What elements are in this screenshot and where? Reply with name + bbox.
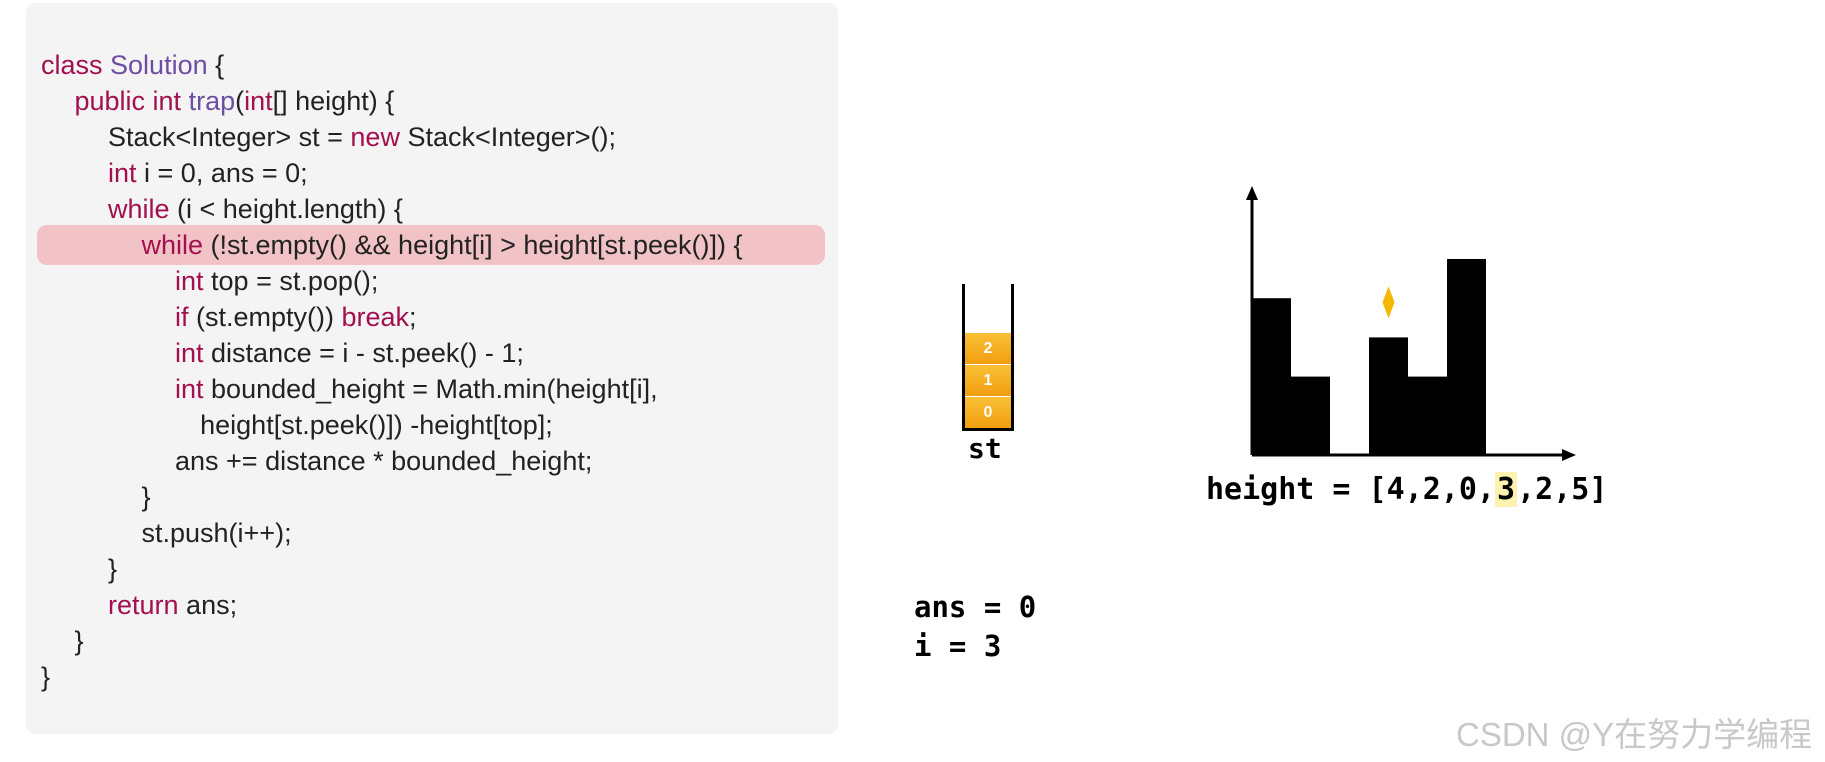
code-line: class Solution { xyxy=(41,47,224,83)
array-text: 2 xyxy=(1535,472,1554,507)
code-token: } xyxy=(41,662,51,692)
code-panel: class Solution {public int trap(int[] he… xyxy=(26,3,838,734)
code-line: Stack<Integer> st = new Stack<Integer>()… xyxy=(108,119,616,155)
array-text: , xyxy=(1440,472,1459,507)
code-token: ans; xyxy=(178,590,238,620)
height-bar xyxy=(1291,376,1330,455)
stack-item: 2 xyxy=(965,332,1011,364)
code-token: ; xyxy=(409,302,417,332)
code-line: return ans; xyxy=(108,587,237,623)
code-line: st.push(i++); xyxy=(142,515,292,551)
code-token: (!st.empty() && height[i] > height[st.pe… xyxy=(203,230,743,260)
array-text: , xyxy=(1517,472,1536,507)
code-token: break xyxy=(341,302,410,332)
code-token: { xyxy=(207,50,225,80)
watermark: CSDN @Y在努力学编程 xyxy=(1456,716,1813,753)
code-line: } xyxy=(142,479,151,515)
code-token: top = st.pop(); xyxy=(203,266,379,296)
code-line: public int trap(int[] height) { xyxy=(75,83,395,119)
array-text: 2 xyxy=(1422,472,1441,507)
code-token: int xyxy=(108,158,137,188)
current-line-highlight xyxy=(37,225,825,265)
code-token: Solution xyxy=(110,50,208,80)
code-line: } xyxy=(108,551,117,587)
code-token: class xyxy=(41,50,111,80)
array-text: 4 xyxy=(1386,472,1405,507)
height-bar xyxy=(1408,376,1447,455)
code-token: distance = i - st.peek() - 1; xyxy=(203,338,524,368)
code-token: bounded_height = Math.min(height[i], xyxy=(203,374,658,404)
height-bar xyxy=(1369,337,1408,455)
code-line: int top = st.pop(); xyxy=(175,263,378,299)
code-token: Stack<Integer> st = xyxy=(108,122,351,152)
stack-item: 0 xyxy=(965,396,1011,428)
code-line: while (i < height.length) { xyxy=(108,191,403,227)
code-token: height[st.peek()]) -height[top]; xyxy=(200,410,553,440)
code-token: while xyxy=(141,230,204,260)
code-line: } xyxy=(75,623,84,659)
stack-item: 1 xyxy=(965,364,1011,396)
stack-label: st xyxy=(968,432,1002,465)
array-text: ] xyxy=(1589,472,1608,507)
code-line: } xyxy=(41,659,50,695)
array-text: , xyxy=(1553,472,1572,507)
current-index-marker xyxy=(1382,286,1395,319)
code-line: int bounded_height = Math.min(height[i], xyxy=(175,371,658,407)
code-token: ( xyxy=(235,86,245,116)
height-bar xyxy=(1447,259,1486,455)
code-token: } xyxy=(141,482,151,512)
code-token: return xyxy=(108,590,179,620)
code-token: i = 0, ans = 0; xyxy=(136,158,308,188)
array-text: 5 xyxy=(1571,472,1590,507)
code-token: ans += distance * bounded_height; xyxy=(175,446,593,476)
code-token: int xyxy=(175,266,204,296)
array-text: , xyxy=(1476,472,1495,507)
code-token: if xyxy=(175,302,189,332)
code-token: [] height) { xyxy=(272,86,395,116)
code-line: while (!st.empty() && height[i] > height… xyxy=(142,227,743,263)
code-token: int xyxy=(175,374,204,404)
y-axis-arrow xyxy=(1246,186,1258,200)
code-token: } xyxy=(74,626,84,656)
code-line: height[st.peek()]) -height[top]; xyxy=(200,407,553,443)
code-token: while xyxy=(108,194,170,224)
code-token: int xyxy=(175,338,204,368)
code-line: ans += distance * bounded_height; xyxy=(175,443,592,479)
code-token: (i < height.length) { xyxy=(169,194,403,224)
height-array: height = [4,2,0,3,2,5] xyxy=(1206,472,1607,507)
code-token: new xyxy=(350,122,400,152)
i-value: i = 3 xyxy=(914,629,1002,663)
array-text: 0 xyxy=(1458,472,1477,507)
array-text: height = [ xyxy=(1206,472,1387,507)
code-token: st.push(i++); xyxy=(141,518,292,548)
x-axis-arrow xyxy=(1562,449,1576,461)
code-token: } xyxy=(108,554,118,584)
highlighted-array-value: 3 xyxy=(1495,472,1518,507)
code-line: if (st.empty()) break; xyxy=(175,299,417,335)
ans-value: ans = 0 xyxy=(914,590,1037,624)
code-line: int distance = i - st.peek() - 1; xyxy=(175,335,524,371)
code-line: int i = 0, ans = 0; xyxy=(108,155,308,191)
code-token: public int xyxy=(74,86,189,116)
code-token: Stack<Integer>(); xyxy=(399,122,617,152)
code-token: (st.empty()) xyxy=(188,302,342,332)
array-text: , xyxy=(1404,472,1423,507)
height-bar xyxy=(1252,298,1291,455)
code-token: int xyxy=(244,86,273,116)
code-token: trap xyxy=(188,86,236,116)
